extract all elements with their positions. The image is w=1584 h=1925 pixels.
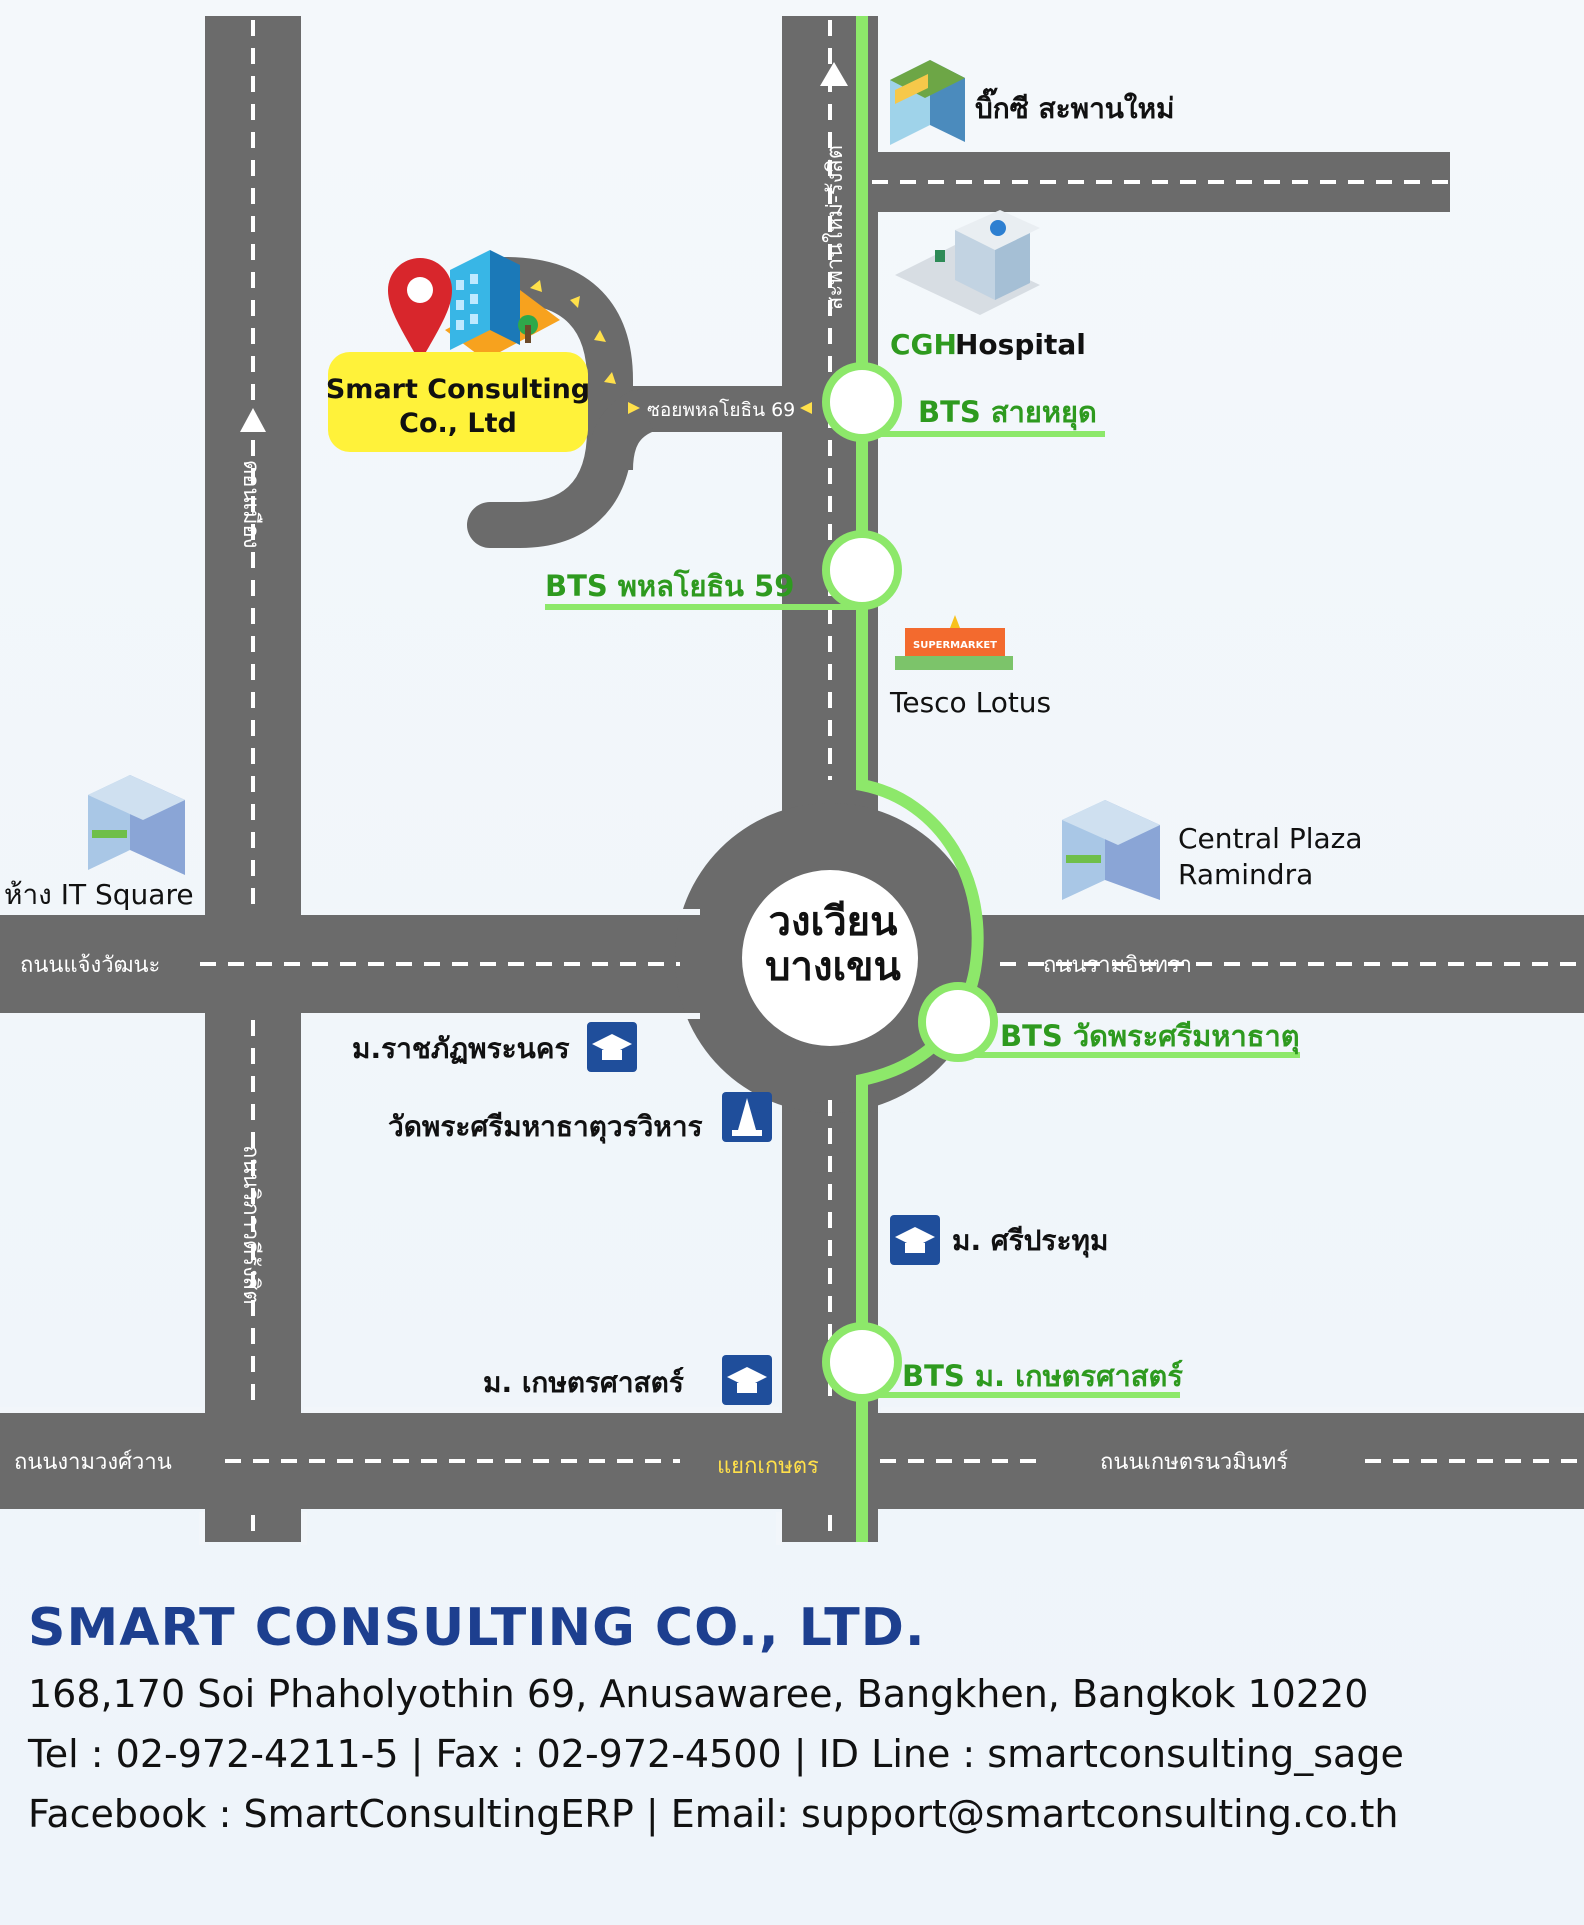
road-label-mid-left: ถนนแจ้งวัฒนะ: [20, 953, 160, 978]
road-gaps: [0, 909, 1584, 1545]
sripatum-label: ม. ศรีประทุม: [952, 1224, 1108, 1258]
bts-wat-phra-sri-label: BTS วัดพระศรีมหาธาตุ: [1000, 1019, 1300, 1054]
company-building-icon: [445, 250, 560, 360]
road-label-left-top: ดอนเมือง: [238, 460, 263, 549]
central-plaza-building-icon: [1062, 800, 1160, 900]
road-label-bottom-right: ถนนเกษตรนวมินทร์: [1100, 1450, 1288, 1475]
roads: [0, 16, 1584, 1542]
supermarket-sign: SUPERMARKET: [913, 640, 997, 651]
cgh-label-suffix: Hospital: [955, 328, 1086, 361]
company-address: 168,170 Soi Phaholyothin 69, Anusawaree,…: [28, 1672, 1369, 1716]
bts-stations: [545, 362, 1300, 1402]
wat-label: วัดพระศรีมหาธาตุวรวิหาร: [388, 1110, 703, 1144]
central-label-line1: Central Plaza: [1178, 822, 1363, 855]
road-label-soi: ซอยพหลโยธิน 69: [647, 398, 795, 421]
station-wat-phra-sri: [918, 982, 998, 1062]
supermarket-icon: SUPERMARKET: [895, 615, 1013, 670]
it-square-label: ห้าง IT Square: [4, 878, 194, 911]
roundabout-label-line2: บางเขน: [765, 944, 901, 990]
company-tag-line1: Smart Consulting: [326, 374, 590, 405]
bigc-building-icon: [890, 60, 965, 145]
road-label-mid-right: ถนนรามอินทรา: [1043, 953, 1192, 978]
road-label-bottom-left: ถนนงามวงศ์วาน: [14, 1450, 172, 1475]
bts-kasetsart-label: BTS ม. เกษตรศาสตร์: [902, 1359, 1183, 1393]
kasetsart-label: ม. เกษตรศาสตร์: [483, 1366, 684, 1399]
bts-saiyud-label: BTS สายหยุด: [918, 395, 1097, 430]
location-pin-icon: [388, 258, 452, 362]
footer: SMART CONSULTING CO., LTD. 168,170 Soi P…: [28, 1598, 1568, 1852]
roundabout-label-line1: วงเวียน: [769, 899, 898, 945]
lane-markings: [200, 20, 1584, 1540]
road-soi-curve: [467, 257, 633, 548]
it-square-building-icon: [88, 775, 185, 875]
arrow-up-left-road: [240, 408, 266, 432]
soi-arrows: [530, 280, 812, 414]
bigc-label: บิ๊กซี สะพานใหม่: [975, 88, 1175, 125]
road-label-main: สะพานใหม่-รังสิต: [822, 145, 848, 310]
bts-phahon59-label: BTS พหลโยธิน 59: [545, 568, 794, 603]
hospital-building-icon: [895, 210, 1040, 315]
roundabout-center: [742, 870, 918, 1046]
company-name: SMART CONSULTING CO., LTD.: [28, 1598, 926, 1658]
company-contact: Tel : 02-972-4211-5 | Fax : 02-972-4500 …: [28, 1732, 1404, 1776]
bts-line: [856, 16, 984, 1542]
company-tag-line2: Co., Ltd: [399, 408, 517, 439]
road-soi-join: [587, 388, 655, 471]
central-label-line2: Ramindra: [1178, 858, 1313, 891]
station-kasetsart: [822, 1322, 902, 1402]
arrow-up-main-road: [820, 62, 848, 86]
road-label-junction: แยกเกษตร: [717, 1454, 819, 1479]
route-map: วงเวียน บางเขน BTS สายหยุด BTS พหลโยธิน …: [0, 16, 1584, 1545]
cgh-label-prefix: CGH: [890, 328, 957, 361]
company-social: Facebook : SmartConsultingERP | Email: s…: [28, 1792, 1399, 1836]
road-label-left-bottom: ถนนวิภาวดีรังสิต: [238, 1145, 263, 1305]
station-phahon59: [822, 530, 902, 610]
station-saiyud: [822, 362, 902, 442]
tesco-label: Tesco Lotus: [889, 686, 1051, 719]
rajabhat-label: ม.ราชภัฏพระนคร: [352, 1032, 570, 1065]
company-tag: [328, 352, 588, 452]
